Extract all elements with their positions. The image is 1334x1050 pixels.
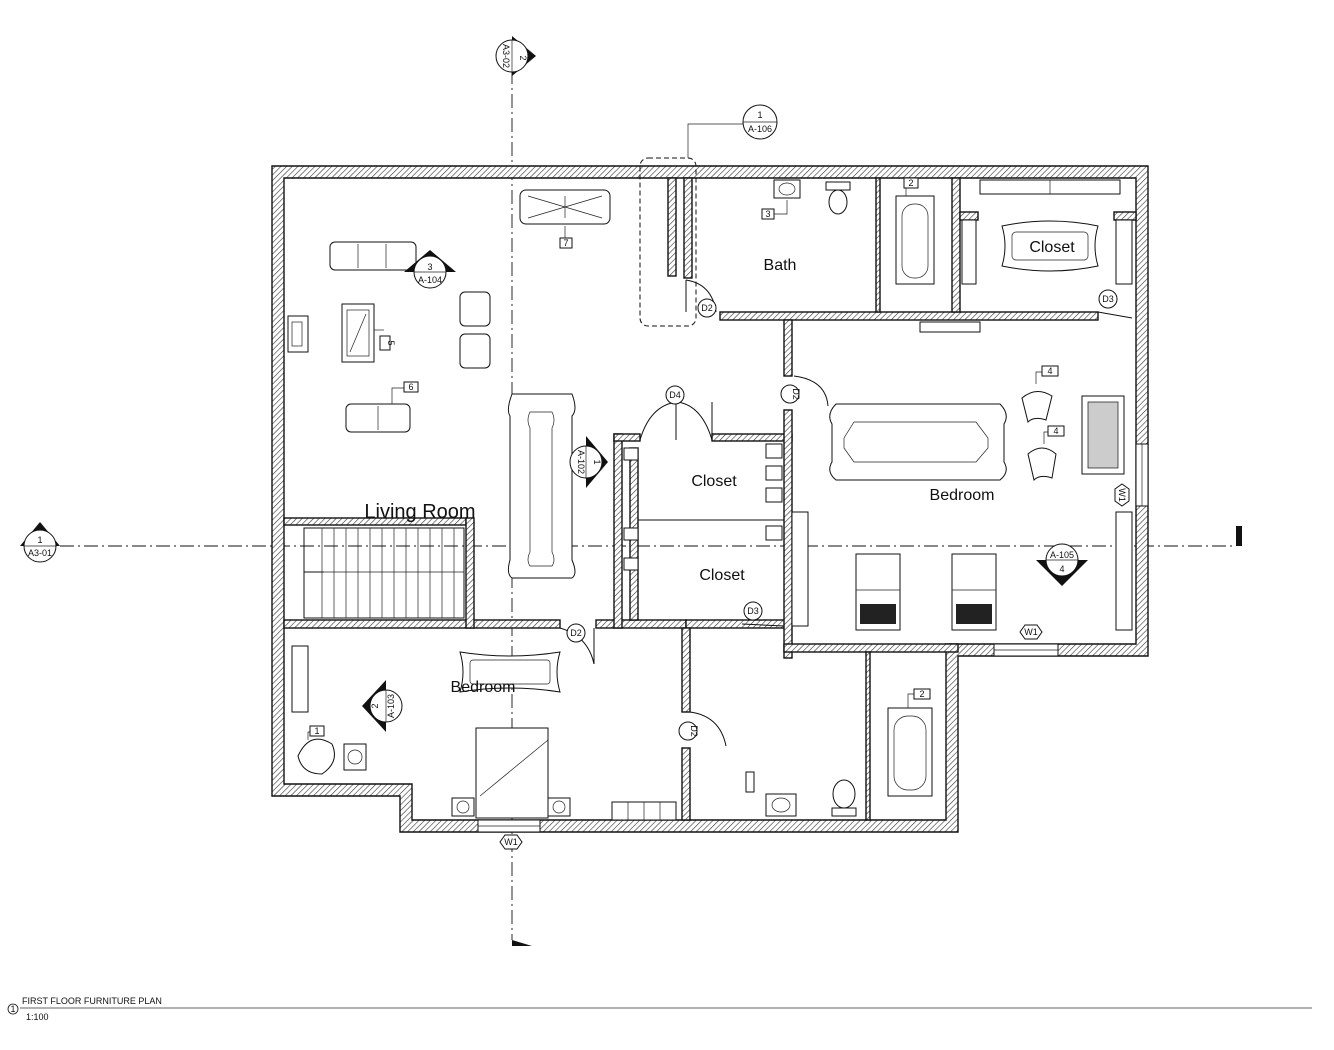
door-swings [559,123,1133,747]
window-tags: W1 W1 W1 [499,483,1130,850]
door-tags: D2 D2 D2 D2 D3 D3 D4 [566,289,1118,741]
elevation-marker-a-103: 2 A-103 [362,680,403,732]
living-room-furniture [287,189,611,579]
svg-text:D2: D2 [701,303,713,313]
svg-text:3: 3 [765,209,770,219]
section-marker-a3-02: 2 A3-02 [495,36,536,946]
room-label-bedroom-right: Bedroom [930,487,995,504]
svg-text:W1: W1 [1024,627,1038,637]
interior-walls [283,177,1137,821]
svg-text:W1: W1 [1117,488,1127,502]
svg-text:1: 1 [757,110,762,120]
exterior-walls [271,165,1149,833]
staircase [303,527,465,619]
svg-text:5: 5 [386,340,396,345]
elevation-marker-a-105: A-105 4 [1036,543,1088,586]
svg-text:A-106: A-106 [748,124,772,134]
room-label-bath: Bath [764,257,797,274]
svg-text:A-104: A-104 [418,275,442,285]
room-label-closet-mid2: Closet [699,567,745,584]
svg-text:2: 2 [908,178,913,188]
bath-fixtures [773,179,935,285]
top-closet-furniture [961,179,1133,285]
detail-callout-a-106: 1 A-106 [742,104,778,140]
svg-text:1: 1 [37,535,42,545]
svg-text:3: 3 [427,262,432,272]
svg-text:4: 4 [1047,366,1052,376]
drawing-scale: 1:100 [26,1012,49,1022]
room-label-living-room: Living Room [364,501,475,523]
room-label-bedroom-left: Bedroom [451,679,516,696]
svg-text:6: 6 [408,382,413,392]
section-marker-a3-01: 1 A3-01 [20,522,1242,563]
svg-text:D3: D3 [747,606,759,616]
svg-text:4: 4 [1053,426,1058,436]
svg-text:D2: D2 [791,388,801,400]
right-bedroom-furniture [791,321,1133,631]
middle-closets [623,401,784,571]
svg-text:D2: D2 [689,725,699,737]
title-number: 1 [10,1004,15,1014]
room-label-closet-mid1: Closet [691,473,737,490]
svg-text:1: 1 [592,459,602,464]
svg-text:A3-01: A3-01 [28,548,52,558]
elevation-marker-a-102: 1 A-102 [569,436,608,488]
svg-text:D4: D4 [669,390,681,400]
svg-text:2: 2 [370,703,380,708]
svg-text:W1: W1 [504,837,518,847]
lower-bath-fixtures [745,707,933,817]
elevation-marker-a-104: 3 A-104 [404,250,456,289]
svg-text:D2: D2 [570,628,582,638]
windows [477,443,1149,833]
svg-text:2: 2 [518,55,528,60]
svg-text:A-102: A-102 [576,450,586,474]
room-label-closet-top: Closet [1029,239,1075,256]
furniture-tags: 7 3 2 5 6 4 4 1 2 [307,177,1065,740]
svg-text:A3-02: A3-02 [501,44,511,68]
left-bedroom-furniture [291,645,677,821]
svg-text:A-103: A-103 [386,694,396,718]
svg-text:1: 1 [314,726,319,736]
svg-text:7: 7 [563,238,568,248]
svg-text:4: 4 [1059,564,1064,574]
room-labels: Living Room Bath Closet Closet Closet Be… [364,239,1075,696]
svg-text:2: 2 [919,689,924,699]
drawing-title: FIRST FLOOR FURNITURE PLAN [22,996,162,1006]
svg-text:A-105: A-105 [1050,550,1074,560]
svg-text:D3: D3 [1102,294,1114,304]
